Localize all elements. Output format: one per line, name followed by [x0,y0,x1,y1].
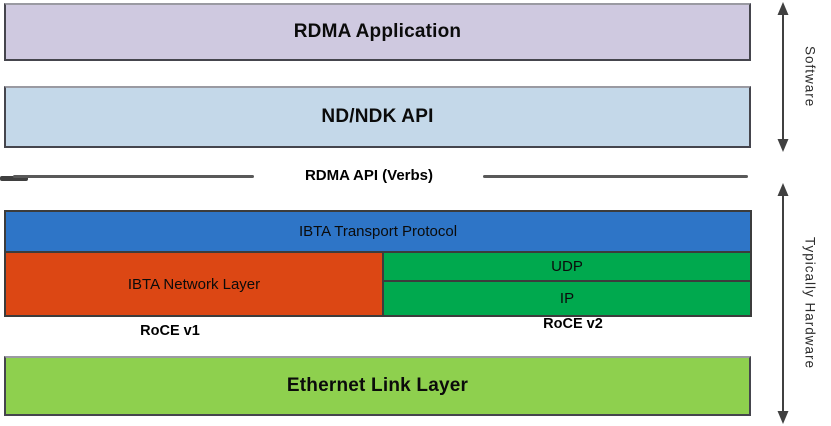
verbs-divider-stub [0,176,28,181]
software-extent-arrow-icon [774,2,792,152]
verbs-divider-line-right [483,175,748,178]
verbs-divider-line-left [13,175,254,178]
rdma-application-box: RDMA Application [4,3,751,61]
ethernet-link-layer-label: Ethernet Link Layer [286,375,469,396]
software-side-label: Software [802,46,818,108]
nd-ndk-api-box: ND/NDK API [4,86,751,148]
ibta-network-layer-box: IBTA Network Layer [4,251,384,317]
ibta-transport-protocol-label: IBTA Transport Protocol [298,223,458,240]
ip-label: IP [559,290,575,307]
ibta-transport-protocol-box: IBTA Transport Protocol [4,210,752,253]
ibta-network-layer-label: IBTA Network Layer [127,275,261,293]
typically-hardware-side-label: Typically Hardware [802,237,818,370]
hardware-extent-arrow-icon [774,183,792,424]
ethernet-link-layer-box: Ethernet Link Layer [4,356,751,416]
udp-label: UDP [551,258,583,275]
roce-v1-label: RoCE v1 [140,323,200,339]
nd-ndk-api-label: ND/NDK API [321,106,434,127]
rdma-application-label: RDMA Application [293,21,462,42]
rdma-api-verbs-label: RDMA API (Verbs) [304,167,434,184]
ip-box: IP [382,280,752,317]
udp-box: UDP [382,251,752,282]
roce-v2-label: RoCE v2 [543,316,603,332]
